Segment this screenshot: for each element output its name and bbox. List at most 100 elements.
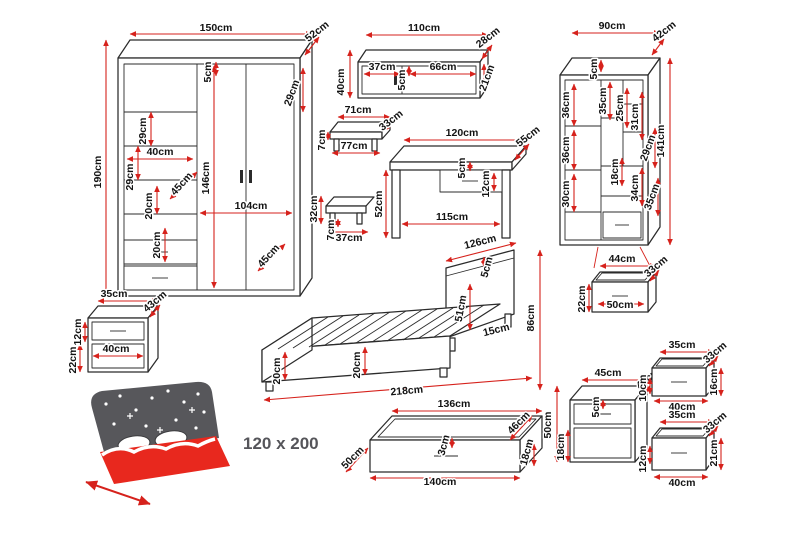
drawer-44-dimension-lines bbox=[586, 263, 660, 313]
dim-label: 35cm bbox=[597, 88, 609, 115]
dim-label: 35cm bbox=[101, 288, 128, 300]
wall-shelf-b-dimension-lines bbox=[318, 195, 369, 235]
dim-label: 22cm bbox=[67, 347, 79, 374]
dim-label: 37cm bbox=[336, 232, 363, 244]
dim-label: 141cm bbox=[655, 125, 667, 158]
dim-label: 33cm bbox=[377, 108, 406, 134]
dim-label: 115cm bbox=[436, 211, 468, 223]
dim-label: 44cm bbox=[609, 253, 636, 265]
stars-decoration bbox=[104, 389, 206, 433]
dim-label: 40cm bbox=[103, 343, 130, 355]
dim-label: 150cm bbox=[200, 22, 233, 34]
nightstand-left-drawing bbox=[87, 305, 159, 373]
wardrobe-large-drawing bbox=[117, 39, 313, 297]
door-handle-icon bbox=[394, 76, 397, 85]
dim-label: 35cm bbox=[669, 409, 696, 421]
bed-icon-mattress bbox=[100, 436, 230, 484]
dim-label: 37cm bbox=[369, 61, 396, 73]
drawer-top-right-dimension-lines bbox=[647, 349, 724, 404]
dim-label: 32cm bbox=[308, 196, 320, 223]
tv-shelf-dimension-lines bbox=[347, 32, 493, 99]
wardrobe-large-dimension-lines bbox=[103, 31, 320, 297]
dim-label: 20cm bbox=[351, 352, 363, 379]
dim-label: 20cm bbox=[271, 358, 283, 385]
dim-label: 40cm bbox=[669, 477, 696, 489]
dim-label: 5cm bbox=[456, 157, 468, 178]
dim-label: 10cm bbox=[637, 375, 649, 402]
dim-label: 146cm bbox=[200, 162, 212, 195]
dim-label: 31cm bbox=[629, 104, 641, 131]
dim-label: 16cm bbox=[708, 369, 720, 396]
underbed-drawer-dimension-lines bbox=[345, 408, 543, 481]
dim-label: 45cm bbox=[595, 367, 622, 379]
nightstand-right-drawing bbox=[569, 385, 648, 463]
dim-label: 66cm bbox=[430, 61, 457, 73]
dim-label: 86cm bbox=[525, 305, 537, 332]
bed-size-label: 120 x 200 bbox=[243, 434, 319, 453]
dim-label: 218cm bbox=[390, 384, 424, 399]
dim-label: 5cm bbox=[588, 58, 600, 79]
dim-label: 18cm bbox=[609, 159, 621, 186]
bed-icon-width-arrow bbox=[85, 480, 151, 506]
dim-label: 120cm bbox=[446, 127, 479, 139]
drawer-bottom-right-drawing bbox=[651, 427, 715, 471]
underbed-drawer-drawing bbox=[369, 415, 543, 473]
dim-label: 35cm bbox=[669, 339, 696, 351]
dim-label: 12cm bbox=[72, 319, 84, 346]
dim-label: 5cm bbox=[396, 69, 408, 90]
desk-dimension-lines bbox=[383, 137, 530, 239]
dim-label: 50cm bbox=[542, 412, 554, 439]
tv-shelf-drawing bbox=[357, 49, 489, 99]
dim-label: 40cm bbox=[335, 69, 347, 96]
drawer-44-leader-lines bbox=[593, 246, 651, 269]
dim-label: 140cm bbox=[424, 476, 457, 488]
dim-label: 12cm bbox=[637, 446, 649, 473]
dim-label: 77cm bbox=[341, 140, 368, 152]
dim-label: 7cm bbox=[325, 219, 337, 240]
door-handle-icon bbox=[249, 170, 252, 183]
dim-label: 50cm bbox=[607, 299, 634, 311]
dim-label: 25cm bbox=[614, 95, 626, 122]
dim-label: 33cm bbox=[701, 409, 729, 435]
dim-label: 71cm bbox=[345, 104, 372, 116]
dim-label: 50cm bbox=[339, 444, 366, 471]
dim-label: 5cm bbox=[202, 61, 214, 82]
dim-label: 34cm bbox=[629, 175, 641, 202]
bed-icon-headboard bbox=[91, 381, 219, 452]
dim-label: 28cm bbox=[474, 25, 503, 51]
dim-label: 18cm bbox=[555, 434, 567, 461]
dim-label: 36cm bbox=[560, 137, 572, 164]
dim-label: 5cm bbox=[590, 396, 602, 417]
dim-label: 30cm bbox=[560, 181, 572, 208]
dim-label: 136cm bbox=[438, 398, 471, 410]
bed-dimension-lines bbox=[263, 241, 543, 403]
bed-drawing bbox=[261, 249, 515, 392]
dim-label: 22cm bbox=[576, 286, 588, 313]
dim-label: 7cm bbox=[316, 129, 328, 150]
dim-label: 33cm bbox=[701, 339, 729, 365]
dim-label: 190cm bbox=[92, 156, 104, 189]
door-handle-icon bbox=[240, 170, 243, 183]
drawer-top-right-drawing bbox=[651, 357, 715, 397]
desk-drawing bbox=[389, 145, 527, 239]
bed-icon bbox=[85, 381, 230, 506]
dim-label: 110cm bbox=[408, 22, 440, 34]
sheet-wave bbox=[101, 437, 216, 457]
dim-label: 29cm bbox=[124, 164, 136, 191]
drawer-44-drawing bbox=[591, 271, 657, 313]
dim-label: 20cm bbox=[143, 193, 155, 220]
dim-label: 12cm bbox=[480, 171, 492, 198]
dim-label: 52cm bbox=[373, 191, 385, 218]
dim-label: 40cm bbox=[669, 401, 696, 413]
nightstand-right-dimension-lines bbox=[554, 377, 651, 463]
dim-label: 40cm bbox=[147, 146, 174, 158]
dim-label: 36cm bbox=[560, 92, 572, 119]
nightstand-left-dimension-lines bbox=[77, 298, 161, 373]
wall-shelf-a-dimension-lines bbox=[325, 114, 393, 156]
dim-label: 42cm bbox=[650, 19, 679, 45]
dim-label: 90cm bbox=[599, 20, 626, 32]
dim-label: 21cm bbox=[708, 440, 720, 467]
dim-label: 20cm bbox=[151, 232, 163, 259]
